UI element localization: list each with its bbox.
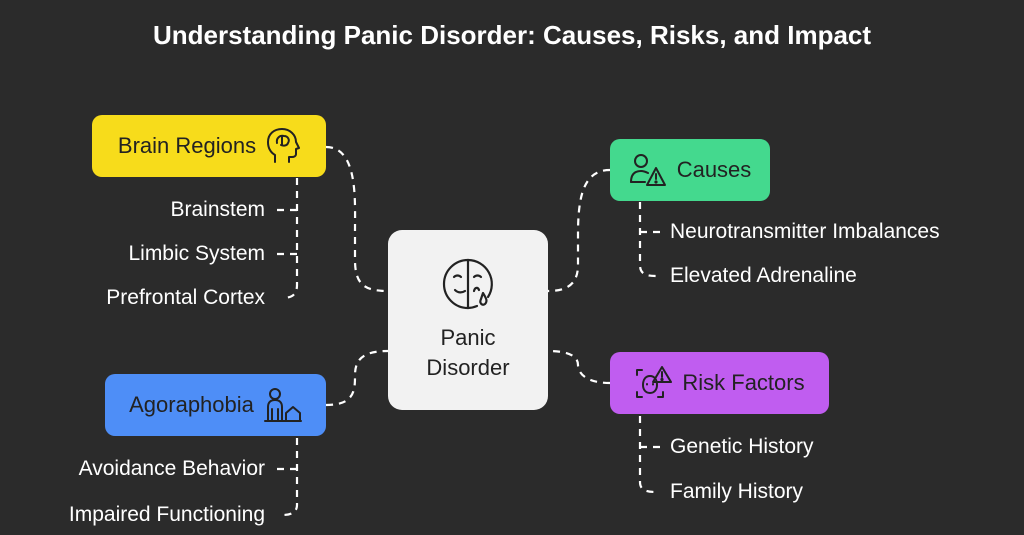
- causes-node: Causes: [610, 139, 770, 201]
- brain-regions-item-brainstem: Brainstem: [170, 198, 265, 221]
- center-label-line1: Panic: [440, 325, 496, 350]
- brain-regions-node: Brain Regions: [92, 115, 326, 177]
- diagram-title: Understanding Panic Disorder: Causes, Ri…: [152, 20, 872, 50]
- person-house-icon: [263, 387, 302, 423]
- agoraphobia-item-avoidance-behavior: Avoidance Behavior: [78, 457, 265, 480]
- causes-label: Causes: [676, 157, 752, 182]
- risk-factors-item-genetic-history: Genetic History: [670, 435, 814, 458]
- center-label-line2: Disorder: [426, 355, 510, 380]
- panic-disorder-node: Panic Disorder: [388, 230, 548, 410]
- causes-item-elevated-adrenaline: Elevated Adrenaline: [670, 264, 857, 287]
- agoraphobia-item-impaired-functioning: Impaired Functioning: [68, 503, 265, 526]
- agoraphobia-label: Agoraphobia: [129, 392, 254, 417]
- person-warning-icon: [629, 152, 667, 188]
- causes-item-neurotransmitter-imbalances: Neurotransmitter Imbalances: [670, 220, 940, 243]
- head-brain-icon: [266, 127, 301, 165]
- brain-regions-item-limbic-system: Limbic System: [128, 242, 265, 265]
- brain-regions-item-prefrontal-cortex: Prefrontal Cortex: [106, 286, 265, 309]
- risk-factors-node: Risk Factors: [610, 352, 829, 414]
- mask-tear-icon: [441, 257, 495, 311]
- face-warning-icon: [634, 365, 673, 401]
- risk-factors-label: Risk Factors: [682, 370, 805, 395]
- risk-factors-item-family-history: Family History: [670, 480, 804, 503]
- brain-regions-label: Brain Regions: [117, 133, 257, 158]
- agoraphobia-node: Agoraphobia: [105, 374, 326, 436]
